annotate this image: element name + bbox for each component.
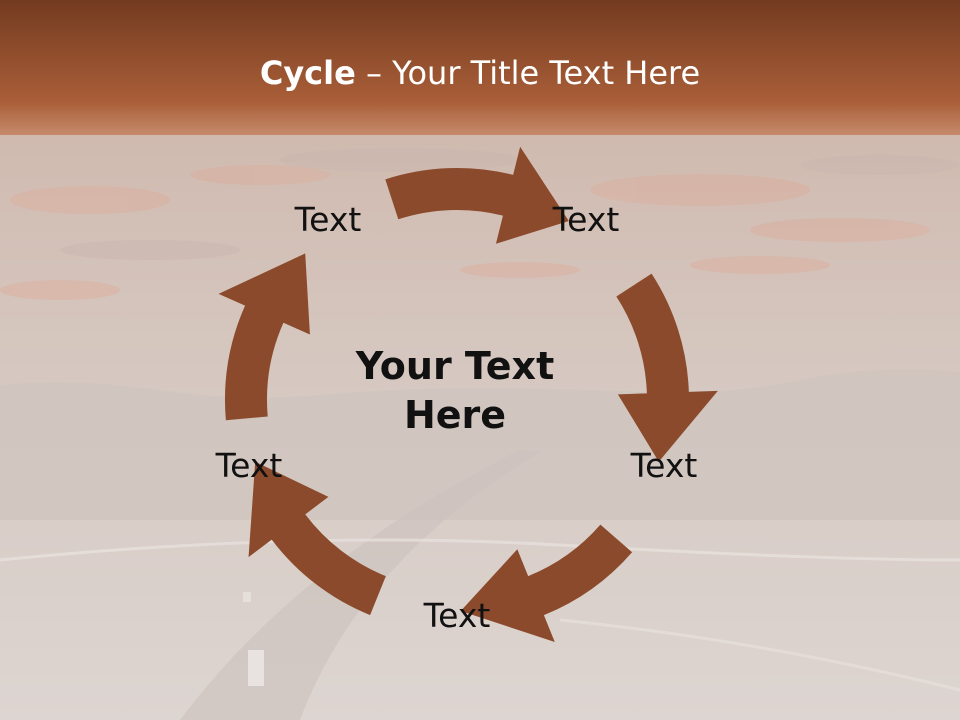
center-text-line-1: Your Text: [355, 344, 555, 388]
cycle-arrow-4: [248, 461, 386, 616]
cycle-arrow-5: [218, 253, 310, 421]
center-text-line-2: Here: [403, 393, 507, 438]
header-band: [0, 0, 960, 135]
cycle-label-3: Text: [630, 446, 698, 485]
cycle-label-2: Text: [552, 200, 620, 239]
slide-title: Cycle – Your Title Text Here: [0, 54, 960, 92]
center-text: Your Text Here: [356, 342, 554, 441]
cycle-arrow-2: [616, 273, 718, 462]
title-rest: – Your Title Text Here: [355, 54, 701, 92]
cycle-label-4: Text: [423, 596, 491, 635]
cycle-label-5: Text: [215, 446, 283, 485]
cycle-arrow-3: [460, 524, 633, 642]
cycle-label-1: Text: [294, 200, 362, 239]
cycle-arrow-1: [385, 146, 569, 244]
title-bold: Cycle: [259, 54, 356, 92]
